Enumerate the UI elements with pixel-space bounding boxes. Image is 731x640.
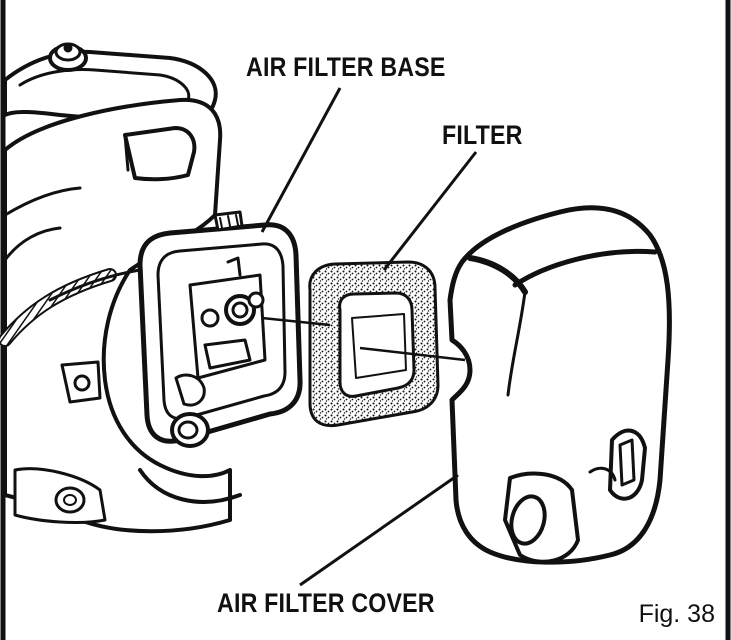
- engine-housing: [0, 42, 242, 534]
- air-filter-base: [137, 210, 303, 448]
- label-air-filter-cover: AIR FILTER COVER: [217, 588, 435, 618]
- foam-filter: [308, 260, 440, 428]
- label-air-filter-base: AIR FILTER BASE: [246, 52, 446, 82]
- leader-cover: [299, 473, 459, 587]
- leader-lines: [260, 87, 478, 587]
- alignment-lines: [261, 316, 466, 362]
- leader-filter: [382, 151, 478, 271]
- label-filter: FILTER: [442, 120, 523, 150]
- leader-base: [260, 87, 342, 233]
- figure-number: Fig. 38: [638, 600, 715, 628]
- air-filter-cover: [447, 205, 672, 565]
